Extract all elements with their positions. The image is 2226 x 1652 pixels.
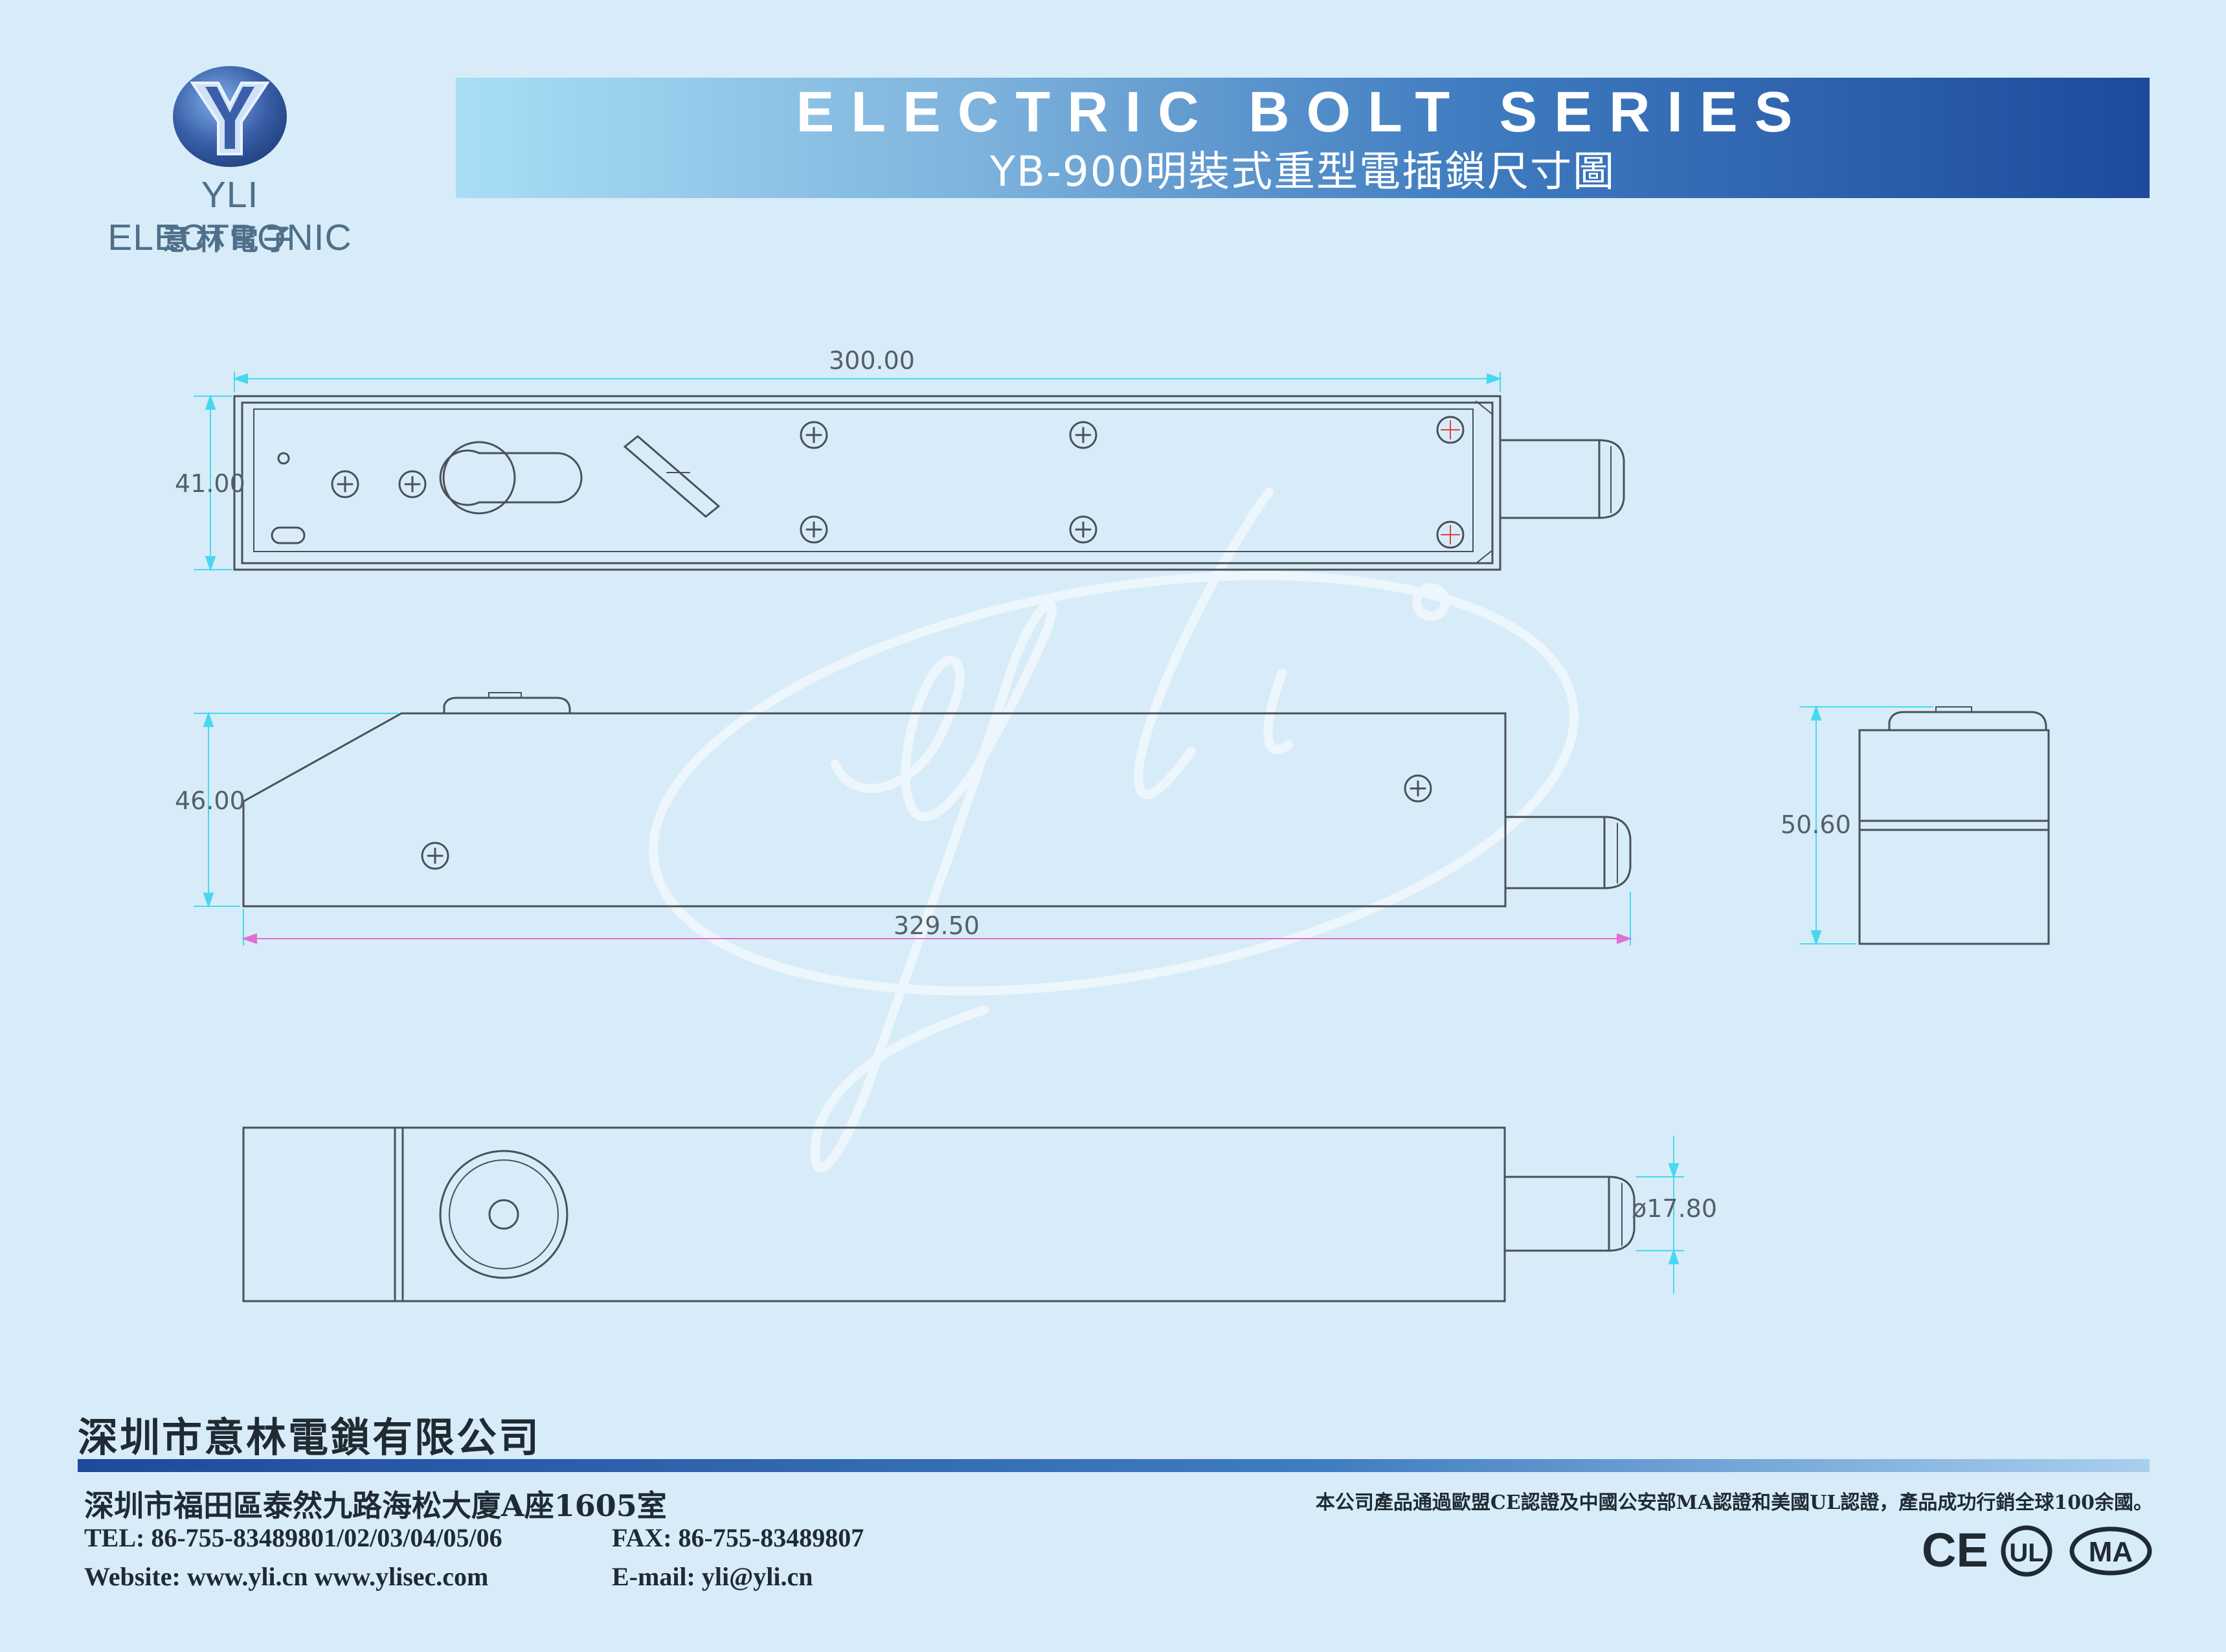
company-address: 深圳市福田區泰然九路海松大廈A座1605室 <box>84 1488 667 1523</box>
end-view <box>1858 706 2050 945</box>
top-view <box>233 395 1625 571</box>
ma-mark-icon: MA <box>2069 1526 2152 1576</box>
ce-mark-text: CE <box>1922 1523 1988 1577</box>
dim-side-height: 46.00 <box>175 787 245 815</box>
side-view <box>242 692 1632 908</box>
company-logo <box>173 66 287 167</box>
logo-brand-cn: 意林電子 <box>163 223 297 256</box>
screw-icon <box>331 421 1097 544</box>
ma-mark-text: MA <box>2089 1536 2133 1568</box>
end-view-dimensions <box>1799 704 1933 946</box>
top-view-dimensions <box>194 372 1503 572</box>
dim-side-length: 329.50 <box>894 911 980 940</box>
company-email: E-mail: yli@yli.cn <box>612 1562 813 1591</box>
dim-top-height: 41.00 <box>175 469 245 498</box>
cert-marks: CE UL MA <box>1922 1523 2152 1577</box>
page-subtitle: YB-900明裝式重型電插鎖尺寸圖 <box>989 148 1616 196</box>
company-name: 深圳市意林電鎖有限公司 <box>78 1414 541 1461</box>
company-fax: FAX: 86-755-83489807 <box>612 1523 864 1552</box>
company-tel: TEL: 86-755-83489801/02/03/04/05/06 <box>84 1523 502 1552</box>
ul-mark-text: UL <box>2009 1539 2043 1567</box>
company-website: Website: www.yli.cn www.ylisec.com <box>84 1562 489 1591</box>
certifications-note: 本公司產品通過歐盟CE認證及中國公安部MA認證和美國UL認證，產品成功行銷全球1… <box>1315 1491 2153 1514</box>
header-banner <box>456 78 2150 198</box>
ul-mark-icon: UL <box>2001 1525 2052 1577</box>
side-view-dimensions <box>194 711 1631 946</box>
dim-bolt-diameter: ø17.80 <box>1632 1194 1718 1223</box>
watermark-yli <box>649 487 1579 1172</box>
ce-mark-icon: CE <box>1922 1523 1988 1577</box>
footer-divider <box>78 1459 2150 1472</box>
dim-top-length: 300.00 <box>829 346 915 375</box>
bottom-view-dimensions <box>1636 1135 1684 1294</box>
dim-end-height: 50.60 <box>1781 810 1851 839</box>
page-title: ELECTRIC BOLT SERIES <box>796 80 1810 144</box>
bottom-view <box>242 1126 1636 1302</box>
logo-brand-text: YLI ELECTRONIC <box>107 174 352 258</box>
